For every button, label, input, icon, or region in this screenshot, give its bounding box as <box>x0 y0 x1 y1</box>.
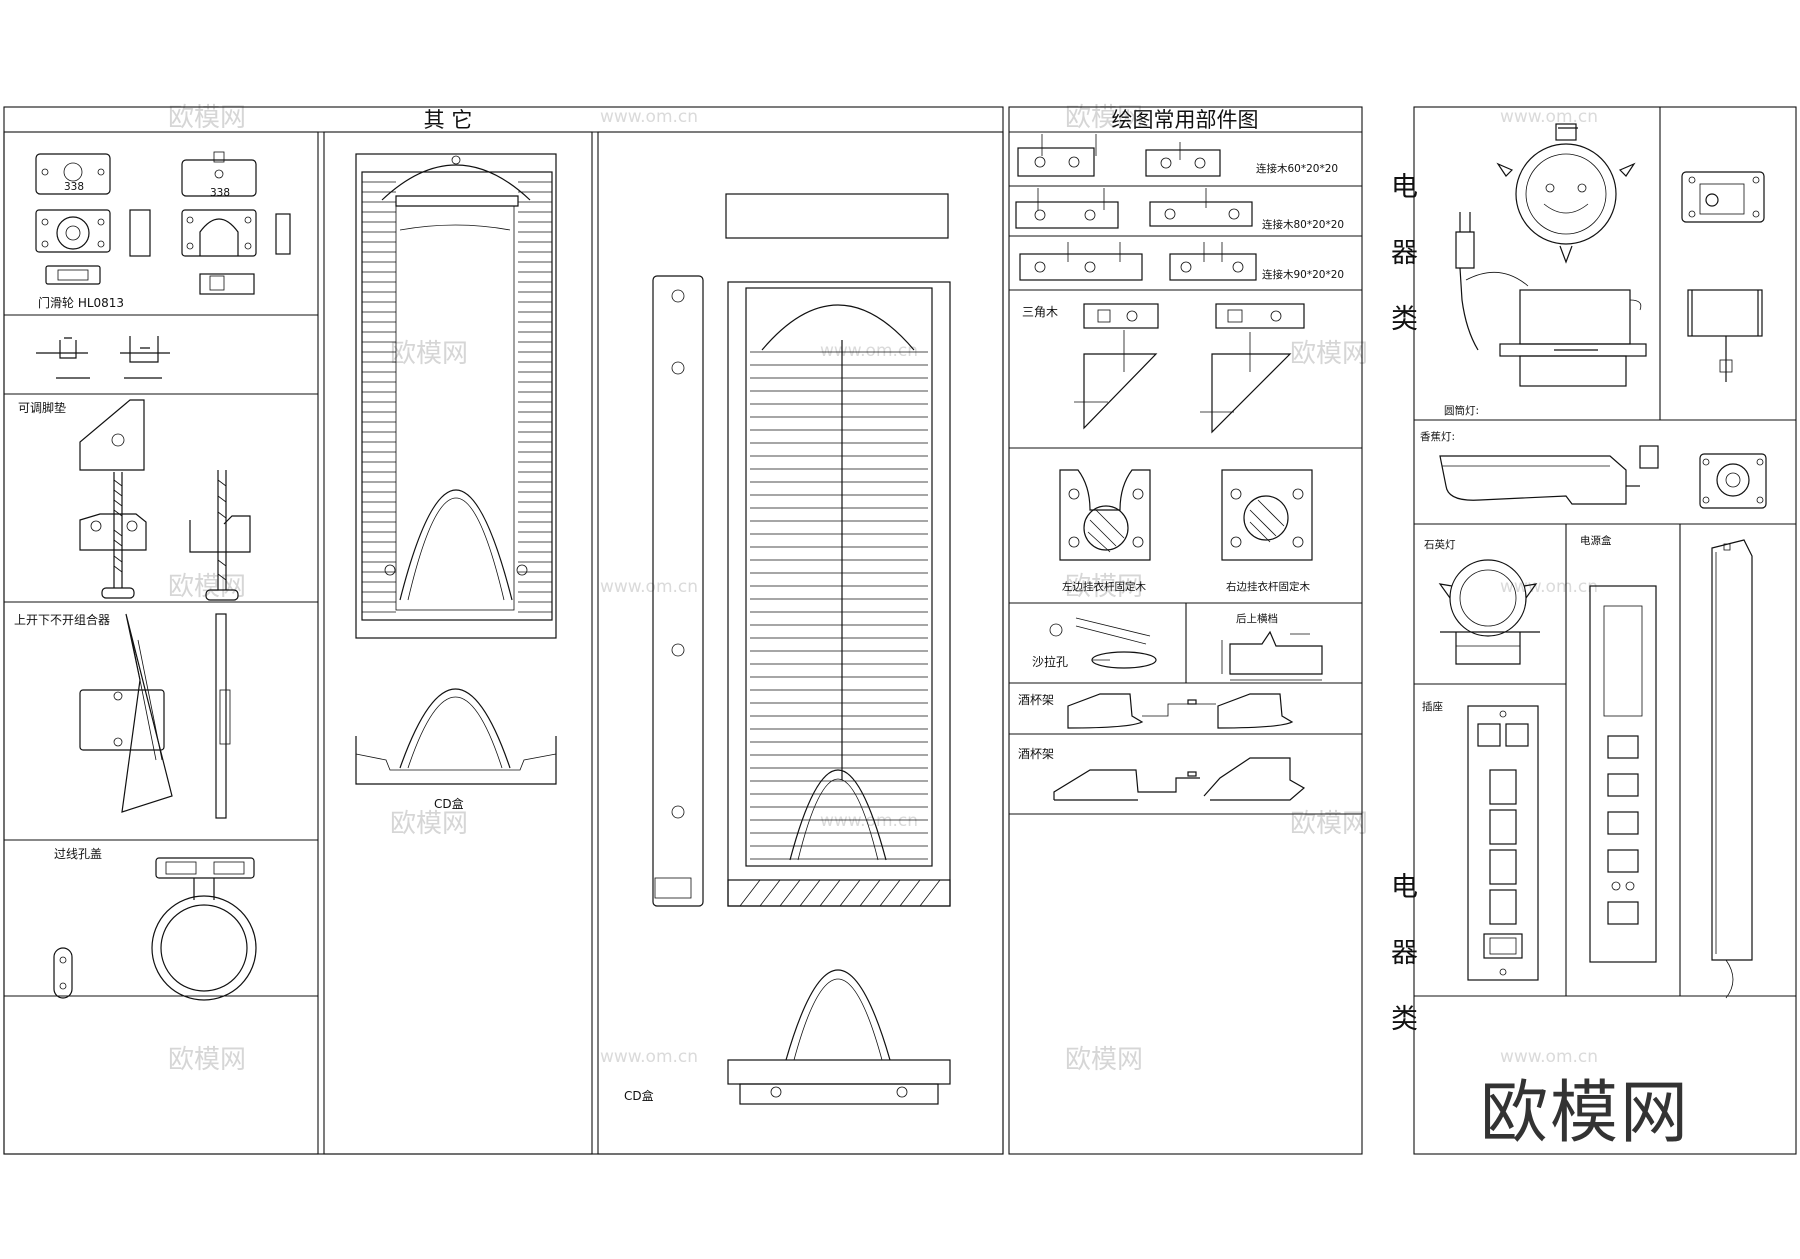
watermark-brand: 欧模网 <box>1065 572 1143 602</box>
watermark-site: www.om.cn <box>1500 1047 1598 1067</box>
watermark-brand: 欧模网 <box>1065 1045 1143 1075</box>
socket-drawing <box>1467 705 1539 981</box>
quartz-lamp-drawing <box>1438 559 1540 665</box>
profile-fittings-drawing <box>36 336 170 379</box>
watermark-layer: 欧模网 www.om.cn 欧模网 www.om.cn 欧模网 www.om.c… <box>168 103 1598 1075</box>
cd-box-base-drawing <box>727 969 951 1105</box>
watermark-site: www.om.cn <box>820 341 918 361</box>
round-lamp-label: 圆筒灯: <box>1444 404 1479 417</box>
power-box-drawing <box>1589 585 1657 963</box>
louver-lines-left <box>362 181 396 613</box>
adjustable-foot-label: 可调脚垫 <box>18 400 66 415</box>
incense-lamp-label: 香蕉灯: <box>1420 431 1455 443</box>
watermark-brand: 欧模网 <box>1065 103 1143 133</box>
power-box-label: 电源盒 <box>1580 534 1612 547</box>
watermark-brand: 欧模网 <box>168 103 246 133</box>
connector-90-label: 连接木90*20*20 <box>1262 268 1344 281</box>
watermark-site: www.om.cn <box>600 1047 698 1067</box>
watermark-brand: 欧模网 <box>168 1045 246 1075</box>
watermark-site: www.om.cn <box>820 811 918 831</box>
parts-title: 绘图常用部件图 <box>1112 108 1259 132</box>
adjustable-foot-drawing <box>79 399 251 601</box>
cd-box-label: CD盒 <box>624 1088 654 1103</box>
wine-rack-1-drawing <box>1067 693 1294 729</box>
round-lamp-drawing <box>1455 123 1647 387</box>
rod-fixer-drawing <box>1059 469 1313 561</box>
watermark-site: www.om.cn <box>600 577 698 597</box>
others-title: 其 它 <box>424 108 473 132</box>
watermark-site: www.om.cn <box>600 107 698 127</box>
louver-lines-right <box>518 181 552 613</box>
wine-rack-1-label: 酒杯架 <box>1018 693 1054 707</box>
parts-outer-frame <box>1008 106 1363 1155</box>
watermark-brand: 欧模网 <box>1290 339 1368 369</box>
triangle-wood-drawing <box>1074 303 1305 434</box>
watermark-brand: 欧模网 <box>390 339 468 369</box>
socket-label: 插座 <box>1422 700 1443 713</box>
wine-rack-2-label: 酒杯架 <box>1018 747 1054 761</box>
quartz-lamp-label: 石英灯 <box>1424 538 1456 551</box>
power-strip-drawing <box>1711 539 1753 999</box>
cd-box-small-drawing <box>355 688 557 785</box>
panel-electrical: 圆筒灯: 香蕉灯: 石英灯 <box>1413 106 1797 1155</box>
brand-logo: 欧模网 <box>1480 1074 1690 1153</box>
right-rod-fixer-label: 右边挂衣杆固定木 <box>1226 580 1310 593</box>
switch-plate-drawing <box>1681 171 1765 382</box>
left-rod-fixer-label: 左边挂衣杆固定木 <box>1062 580 1146 593</box>
rear-crossbar-label: 后上横档 <box>1236 612 1278 625</box>
watermark-brand: 欧模网 <box>390 809 468 839</box>
triangle-wood-label: 三角木 <box>1022 305 1058 319</box>
cable-hole-cover-label: 过线孔盖 <box>54 847 102 861</box>
watermark-site: www.om.cn <box>1500 107 1598 127</box>
cd-rack-tall-drawing <box>355 153 557 639</box>
cd-rack-large-drawing <box>652 193 951 907</box>
others-column-2 <box>323 131 593 1155</box>
combo-hinge-drawing <box>79 613 231 819</box>
panel-common-parts: 绘图常用部件图 连 <box>1008 106 1363 1155</box>
connector-80-label: 连接木80*20*20 <box>1262 218 1344 231</box>
watermark-brand: 欧模网 <box>168 572 246 602</box>
cable-hole-cover-drawing <box>53 857 257 1001</box>
wheel-code-label: 338 <box>210 187 230 199</box>
wine-rack-2-drawing <box>1053 757 1306 801</box>
banana-lamp-drawing <box>1439 445 1767 509</box>
others-column-3 <box>597 131 1004 1155</box>
others-outer-frame <box>3 106 1004 1155</box>
others-column-1 <box>3 131 319 1155</box>
cd-rack-large-louvers <box>750 351 928 860</box>
rear-crossbar-drawing <box>1221 630 1323 681</box>
connector-60-label: 连接木60*20*20 <box>1256 162 1338 175</box>
door-wheel-drawing: 338 338 <box>35 151 291 295</box>
cd-box-label: CD盒 <box>434 796 464 811</box>
door-wheel-label: 门滑轮 HL0813 <box>38 295 124 310</box>
electrical-outer-frame <box>1413 106 1797 1155</box>
wheel-code-label: 338 <box>64 181 84 193</box>
watermark-site: www.om.cn <box>1500 577 1598 597</box>
panel-others: 其 它 338 338 <box>3 106 1004 1155</box>
connector-wood-drawing <box>1015 134 1257 281</box>
sand-hole-label: 沙拉孔 <box>1032 654 1068 669</box>
combo-hinge-label: 上开下不开组合器 <box>14 612 110 627</box>
sand-hole-drawing <box>1049 617 1157 669</box>
